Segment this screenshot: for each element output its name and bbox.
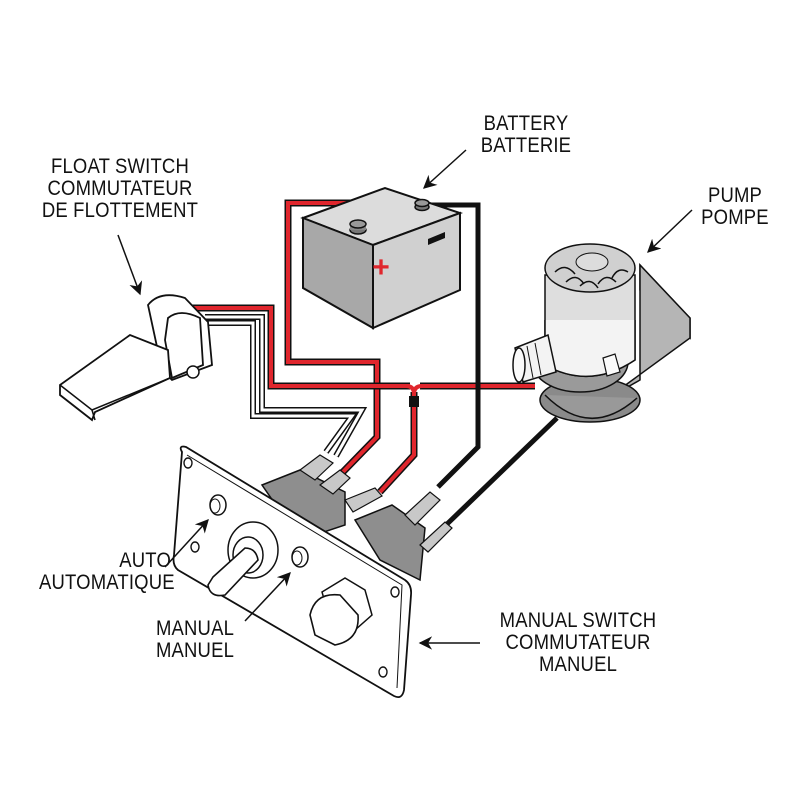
label-float-switch-en: FLOAT SWITCH [51, 155, 189, 178]
arrow-float-switch [117, 234, 143, 296]
battery-positive-symbol: + [372, 251, 390, 284]
label-manual-en: MANUAL [155, 617, 235, 640]
arrow-manual [244, 572, 291, 622]
label-float-switch-fr-2: DE FLOTTEMENT [41, 199, 199, 222]
float-switch-wires [205, 314, 368, 458]
arrow-battery [422, 149, 467, 189]
label-manual-switch: MANUAL SWITCH COMMUTATEUR MANUEL [490, 610, 666, 676]
leader-arrows [117, 149, 693, 650]
label-auto-en: AUTO [119, 549, 171, 572]
label-manual-switch-fr-2: MANUEL [538, 653, 618, 676]
label-manual-switch-en: MANUAL SWITCH [499, 609, 657, 632]
label-pump: PUMP POMPE [695, 185, 774, 229]
terminal-connectors [298, 454, 453, 553]
label-battery-en: BATTERY [483, 112, 569, 135]
label-manual-switch-fr-1: COMMUTATEUR [505, 631, 651, 654]
label-manual-fr: MANUEL [155, 639, 235, 662]
label-float-switch: FLOAT SWITCH COMMUTATEUR DE FLOTTEMENT [32, 156, 208, 222]
switch-panel [172, 445, 453, 699]
bilge-pump [512, 243, 691, 423]
arrow-pump [647, 209, 693, 253]
battery: + [300, 186, 464, 330]
float-switch [59, 294, 213, 422]
label-float-switch-fr-1: COMMUTATEUR [47, 177, 193, 200]
label-manual: MANUAL MANUEL [147, 618, 244, 662]
label-pump-en: PUMP [707, 184, 763, 207]
label-auto-fr: AUTOMATIQUE [39, 571, 175, 594]
manual-push-button[interactable] [309, 593, 359, 646]
toggle-switch-lever[interactable] [207, 547, 259, 597]
label-auto: AUTO AUTOMATIQUE [39, 549, 175, 594]
negative-wires [430, 202, 559, 528]
label-pump-fr: POMPE [701, 206, 769, 229]
label-battery: BATTERY BATTERIE [473, 113, 579, 157]
arrow-auto [164, 519, 209, 568]
wire-junction-splice [409, 396, 419, 407]
label-battery-fr: BATTERIE [480, 134, 572, 157]
battery-negative-symbol [428, 232, 445, 245]
